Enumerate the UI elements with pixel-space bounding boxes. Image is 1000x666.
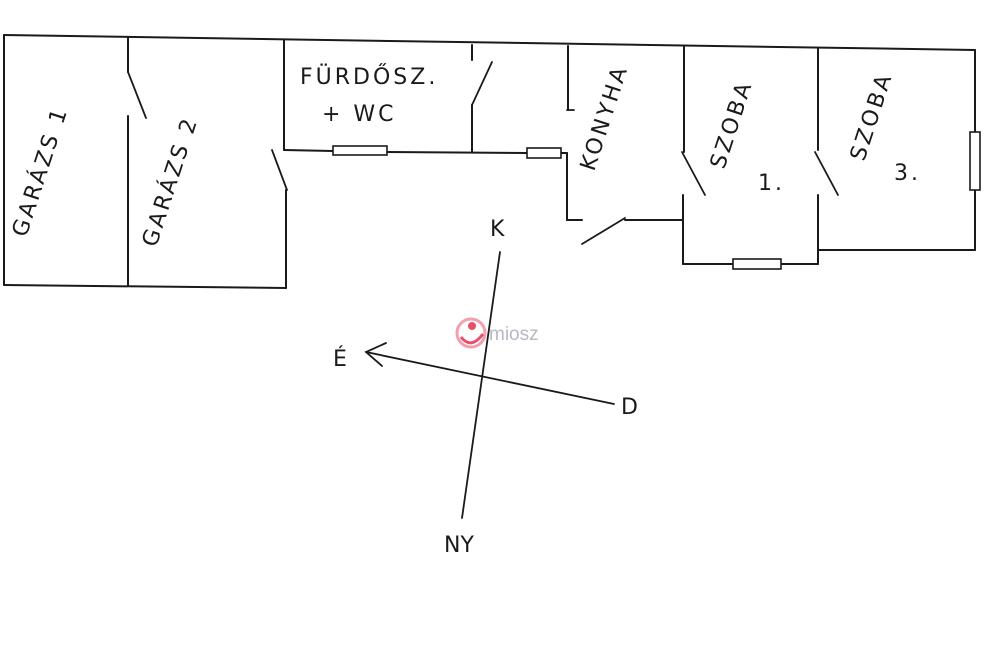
label-room1-num: 1. — [758, 171, 785, 196]
door-garage1-garage2 — [127, 71, 147, 119]
window-kitchen — [526, 147, 562, 159]
label-bathroom-line2: + WC — [322, 102, 397, 127]
door-bathroom — [471, 61, 493, 106]
window-bathroom — [332, 145, 388, 156]
window-room3 — [969, 131, 981, 191]
compass: K É D NY — [333, 217, 638, 558]
compass-west: É — [333, 346, 347, 372]
door-room1-right — [814, 151, 839, 196]
label-room3-num: 3. — [894, 161, 921, 186]
label-room3-name: SZOBA — [846, 69, 898, 164]
compass-east-west-line — [365, 351, 615, 405]
compass-south: NY — [444, 533, 474, 558]
compass-arrow-icon — [364, 342, 387, 367]
watermark-logo-icon — [455, 317, 487, 349]
door-kitchen-entry — [581, 217, 626, 245]
door-garage2-outside — [271, 149, 288, 191]
label-garage1: GARÁZS 1 — [7, 103, 74, 240]
label-kitchen: KONYHA — [576, 61, 634, 173]
windows — [332, 131, 981, 270]
door-room1-left — [681, 151, 706, 196]
compass-east: D — [621, 395, 638, 420]
watermark-text: miosz — [489, 324, 539, 345]
label-garage2: GARÁZS 2 — [137, 113, 204, 250]
label-room1-name: SZOBA — [706, 77, 758, 172]
walls — [3, 34, 976, 289]
compass-north-south-line — [461, 251, 501, 519]
compass-north: K — [490, 217, 505, 242]
watermark: miosz — [455, 317, 539, 349]
window-room1 — [732, 258, 782, 270]
label-bathroom-line1: FÜRDŐSZ. — [300, 64, 438, 90]
doors — [127, 61, 839, 245]
